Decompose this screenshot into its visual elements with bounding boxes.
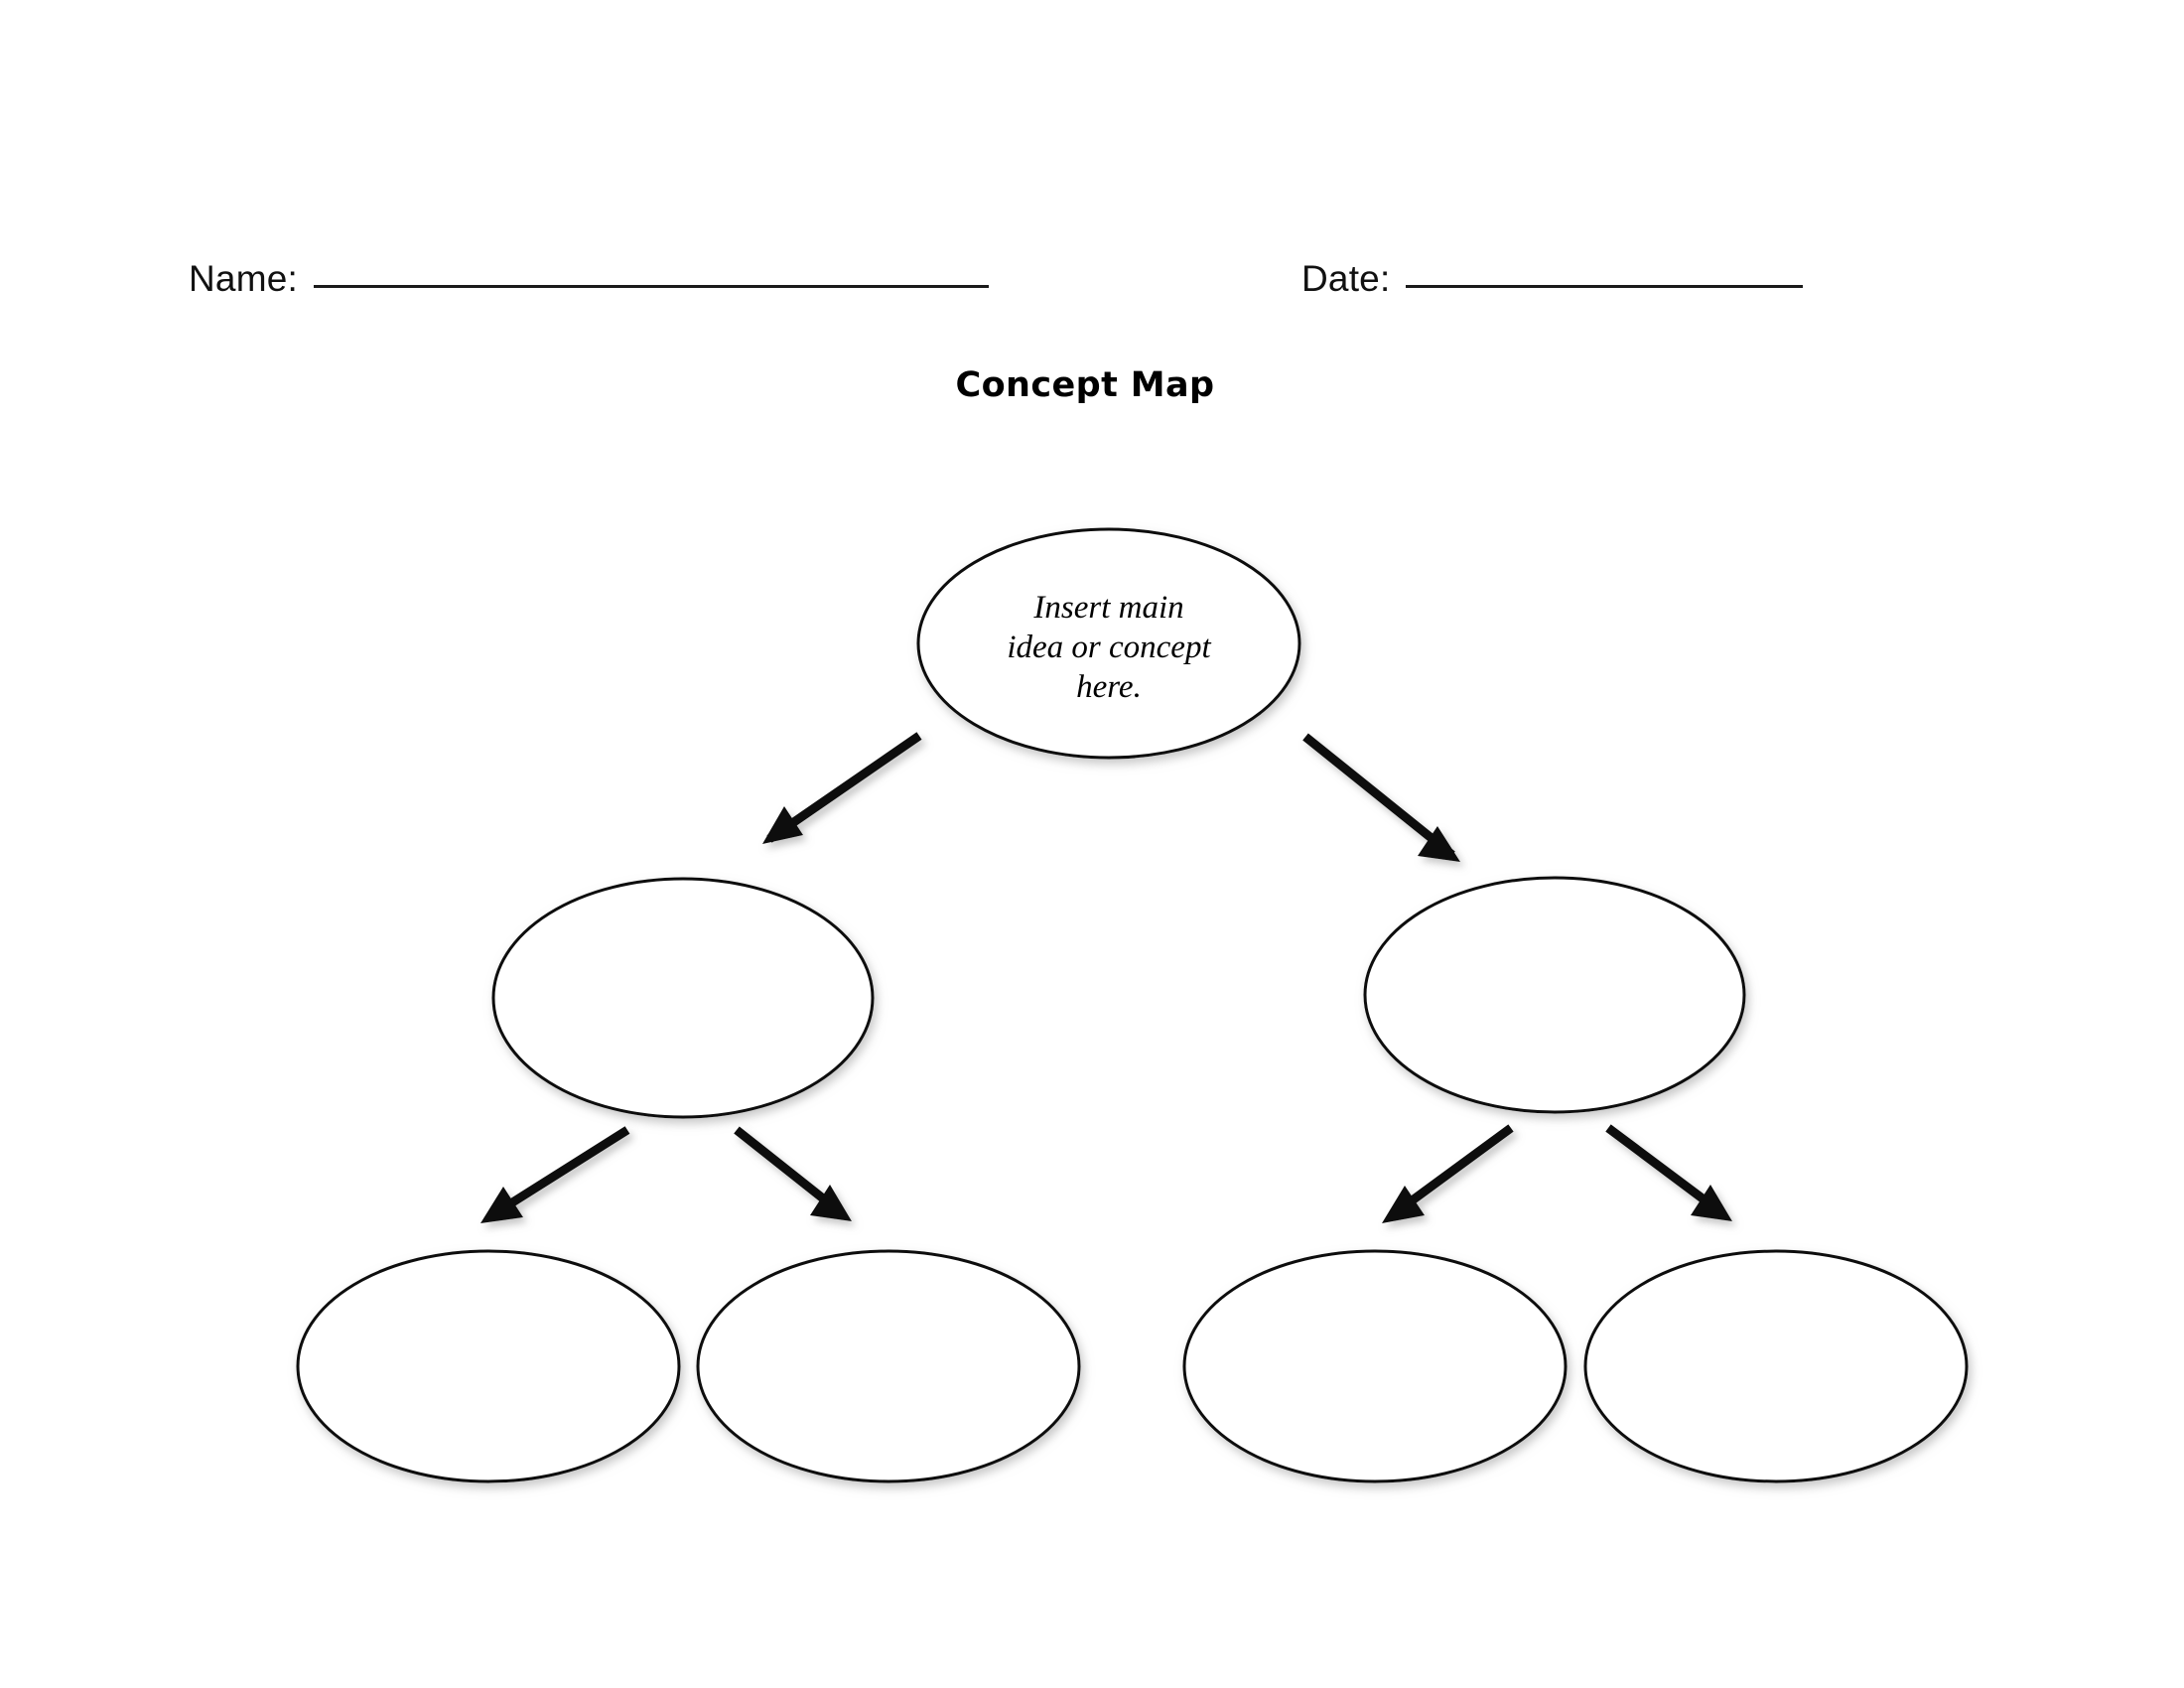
node-leaf-2[interactable] xyxy=(696,1249,1081,1483)
node-leaf-3[interactable] xyxy=(1182,1249,1568,1483)
node-leaf-1-shape[interactable] xyxy=(296,1249,681,1483)
node-main-idea-line-1: Insert main xyxy=(1032,590,1183,626)
node-main-idea-shape[interactable] xyxy=(916,527,1301,760)
page-title-text: Concept Map xyxy=(955,365,1215,405)
node-leaf-4[interactable] xyxy=(1583,1249,1969,1483)
node-leaf-1[interactable] xyxy=(296,1249,681,1483)
node-branch-right-shape[interactable] xyxy=(1363,876,1746,1114)
connector-branch-right-to-leaf-3 xyxy=(1382,1124,1514,1223)
arrowhead-icon xyxy=(1418,826,1460,862)
connector-main-to-branch-left xyxy=(762,732,922,844)
name-field-label: Name: xyxy=(189,258,298,299)
node-leaf-2-shape[interactable] xyxy=(696,1249,1081,1483)
arrowhead-icon xyxy=(480,1187,523,1223)
connector-shaft xyxy=(1302,733,1455,859)
arrowhead-icon xyxy=(762,806,803,844)
date-field-write-line[interactable] xyxy=(1406,284,1804,288)
node-branch-right[interactable] xyxy=(1363,876,1746,1114)
connector-branch-left-to-leaf-1 xyxy=(480,1126,630,1223)
connector-branch-left-to-leaf-2 xyxy=(734,1126,852,1221)
name-field-write-line[interactable] xyxy=(313,284,989,288)
node-leaf-3-shape[interactable] xyxy=(1182,1249,1568,1483)
node-main-idea[interactable]: Insert main idea or concept here. xyxy=(916,527,1301,760)
node-branch-left[interactable] xyxy=(491,877,875,1119)
connector-branch-right-to-leaf-4 xyxy=(1605,1124,1732,1221)
node-branch-left-shape[interactable] xyxy=(491,877,875,1119)
node-leaf-4-shape[interactable] xyxy=(1583,1249,1969,1483)
date-field-label: Date: xyxy=(1301,258,1391,299)
date-field[interactable]: Date: xyxy=(1301,258,1804,299)
node-main-idea-line-3: here. xyxy=(1076,669,1142,705)
arrowhead-icon xyxy=(1691,1185,1732,1221)
connector-main-to-branch-right xyxy=(1302,733,1460,862)
page-title: Concept Map xyxy=(0,365,2184,405)
arrowhead-icon xyxy=(810,1185,852,1221)
name-field[interactable]: Name: xyxy=(189,260,989,297)
arrowhead-icon xyxy=(1382,1186,1425,1223)
node-main-idea-line-2: idea or concept xyxy=(1007,630,1211,665)
